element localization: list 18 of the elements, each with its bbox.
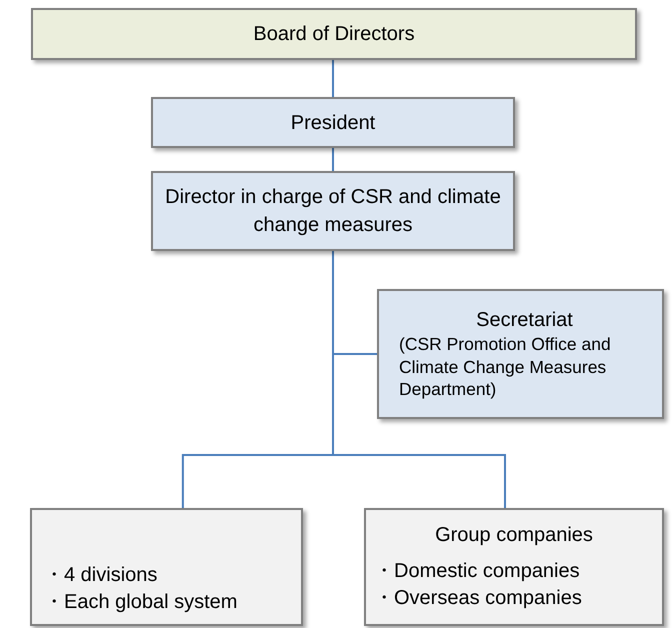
list-item: ・Overseas companies <box>374 586 583 611</box>
node-title: Secretariat <box>475 308 574 333</box>
connector-line <box>332 60 334 97</box>
list-item: ・4 divisions <box>44 563 158 588</box>
node-description: (CSR Promotion Office and Climate Change Measures Department) <box>399 332 612 402</box>
node-label: Board of Directors <box>253 22 415 47</box>
org-box <box>377 289 664 419</box>
node-label: Director in charge of CSR and climate change measures <box>165 185 501 238</box>
connector-line <box>332 148 334 171</box>
org-box <box>151 171 515 251</box>
org-box <box>30 508 303 626</box>
org-box <box>151 97 515 148</box>
node-title: Group companies <box>435 523 593 548</box>
list-item: ・Domestic companies <box>374 559 581 584</box>
org-box <box>31 8 637 60</box>
org-box <box>364 508 664 626</box>
list-item: ・Each global system <box>44 590 238 615</box>
node-label: President <box>290 110 376 136</box>
